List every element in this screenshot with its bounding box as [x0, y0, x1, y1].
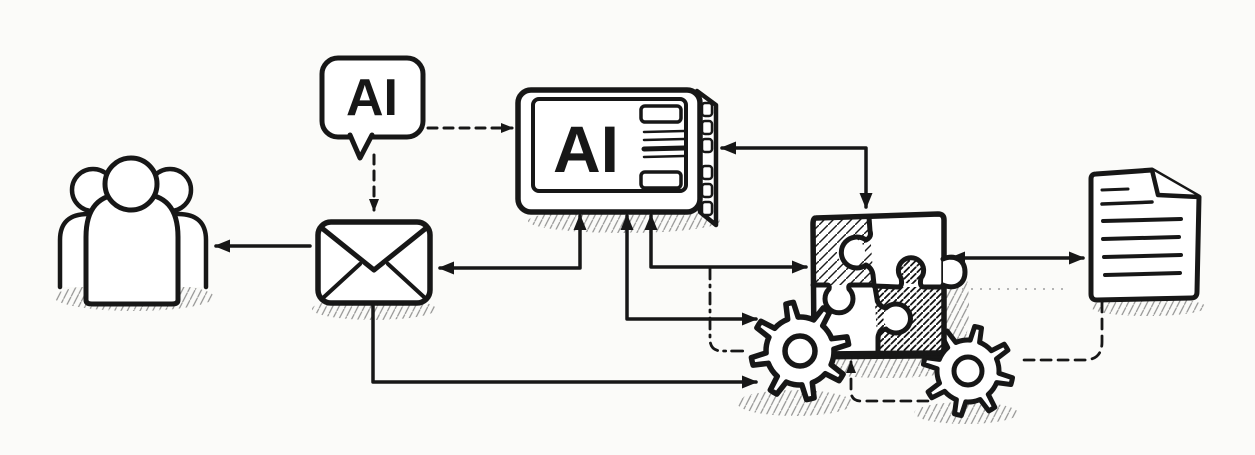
- edge-screen-puzzle-left-two-way: [644, 214, 808, 274]
- envelope-fold-right: [386, 262, 426, 299]
- screen-side-ports: [700, 101, 714, 217]
- chat-bubble-tail: [347, 132, 375, 161]
- menu-line: [642, 137, 686, 142]
- puzzle-right-tab: [940, 254, 968, 290]
- menu-line: [642, 154, 686, 159]
- port-icon: [700, 164, 714, 181]
- menu-line: [642, 129, 686, 134]
- envelope-fold-left: [322, 262, 362, 299]
- ground-shadows: [54, 209, 1206, 424]
- puzzle-cut-vertical-bottom: [872, 284, 913, 355]
- puzzle-outline: [810, 211, 947, 357]
- doc-line: [1102, 253, 1183, 259]
- puzzle-knob-into-bottomright: [883, 304, 911, 332]
- screen-menu-list: [639, 104, 687, 190]
- doc-line: [1101, 217, 1183, 223]
- shadow-document: [1090, 298, 1206, 316]
- chat-bubble-tail-fill: [350, 132, 372, 158]
- doc-line: [1100, 200, 1154, 206]
- doc-line: [1100, 187, 1130, 192]
- edge-screen-gear-large-two-way: [620, 214, 758, 326]
- edge-screen-email-two-way: [438, 214, 587, 275]
- edge-gear-small-to-puzzle-dashed: [846, 360, 930, 403]
- person-center-head: [102, 155, 160, 213]
- puzzle-knob-into-topright: [899, 260, 923, 284]
- gear-large-hole: [782, 333, 818, 369]
- envelope-body: [315, 219, 433, 306]
- user-group-icon: [57, 155, 209, 307]
- shadow-gear-large: [737, 390, 853, 416]
- person-center-body: [83, 191, 181, 307]
- document-text-lines: [1100, 187, 1183, 277]
- ai-chat-bubble: AI: [319, 55, 426, 161]
- puzzle-cut-vertical-top: [838, 214, 877, 288]
- menu-button-bottom[interactable]: [639, 170, 683, 190]
- chat-bubble-label: AI: [346, 69, 398, 127]
- email-envelope-icon: [315, 219, 433, 306]
- port-icon: [700, 200, 714, 217]
- connectors: [214, 123, 1104, 403]
- port-icon: [700, 137, 714, 154]
- screen-label: AI: [553, 112, 619, 186]
- gear-small-hole: [951, 354, 985, 388]
- document-icon: [1088, 167, 1202, 303]
- edge-screen-puzzle-top-two-way: [720, 141, 873, 209]
- menu-button-top[interactable]: [639, 104, 683, 124]
- menu-line: [641, 145, 687, 152]
- document-folded-corner: [1149, 167, 1202, 200]
- port-icon: [700, 119, 714, 136]
- edge-document-to-gear-small-dashed: [1019, 300, 1104, 362]
- doc-line: [1101, 235, 1181, 241]
- envelope-flap: [320, 226, 428, 273]
- puzzle-cut-horizontal-right: [871, 255, 946, 290]
- port-icon: [700, 101, 714, 118]
- gear-icon-large: [748, 299, 852, 403]
- port-icon: [700, 182, 714, 199]
- doc-line: [1103, 271, 1182, 277]
- edge-branch-to-gear-large-dashdot: [708, 266, 749, 353]
- puzzle-cut-horizontal-left: [810, 282, 877, 316]
- puzzle-pieces-icon: [810, 211, 968, 360]
- edge-email-to-gear-large: [371, 302, 758, 389]
- ai-screen-device: AI: [515, 87, 719, 228]
